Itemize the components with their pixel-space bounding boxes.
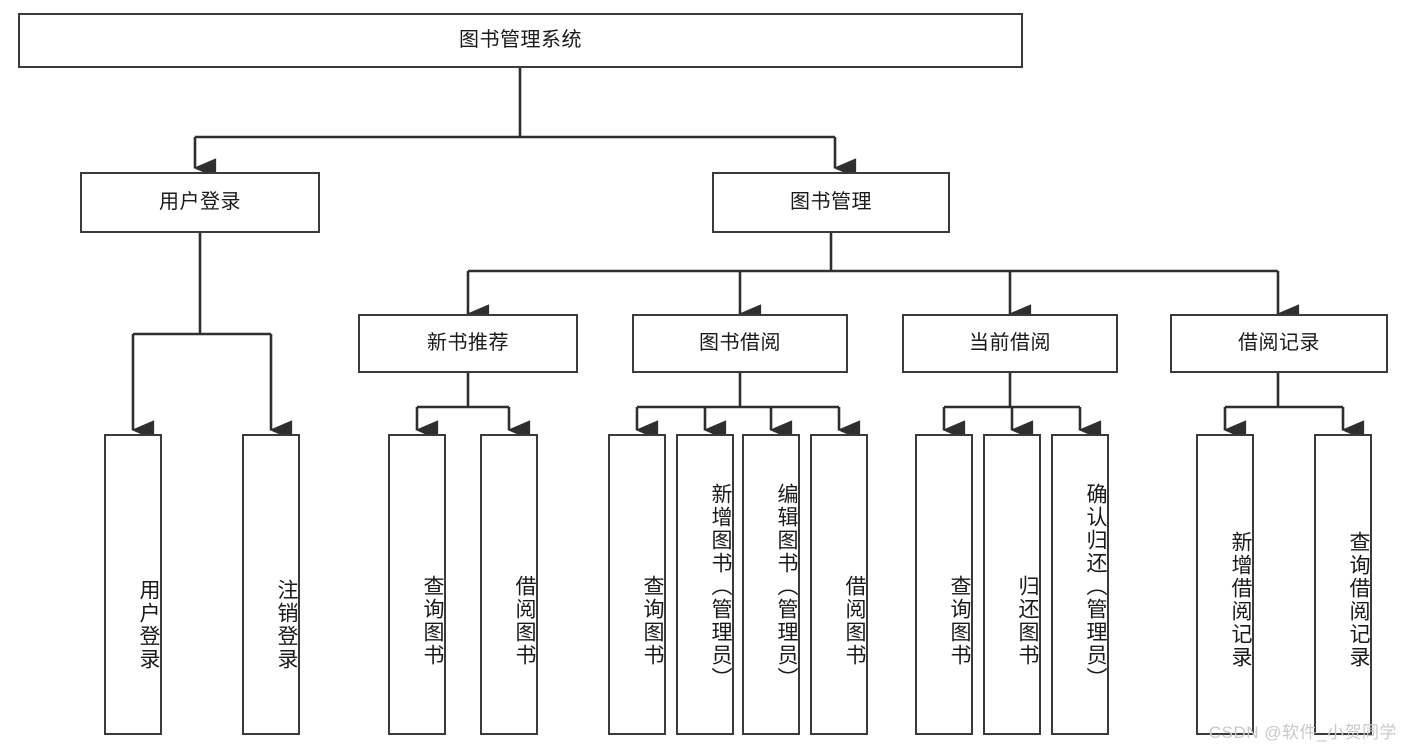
node-leaf-borrow-book-2[interactable]: 借阅图书 <box>810 434 868 735</box>
node-leaf-return-book-label: 归还图书 <box>1016 574 1039 667</box>
node-leaf-query-book-1-label: 查询图书 <box>421 574 444 667</box>
node-leaf-confirm-return-label: 确认归还（管理员） <box>1084 483 1107 690</box>
node-leaf-return-book[interactable]: 归还图书 <box>983 434 1041 735</box>
node-leaf-confirm-return[interactable]: 确认归还（管理员） <box>1051 434 1109 735</box>
node-current-borrow[interactable]: 当前借阅 <box>902 314 1118 373</box>
node-root-label: 图书管理系统 <box>459 28 582 51</box>
node-borrow-record[interactable]: 借阅记录 <box>1170 314 1388 373</box>
node-new-book-rec[interactable]: 新书推荐 <box>358 314 578 373</box>
node-borrow-record-label: 借阅记录 <box>1238 331 1320 354</box>
node-leaf-edit-book-label: 编辑图书（管理员） <box>775 483 798 690</box>
node-leaf-add-record[interactable]: 新增借阅记录 <box>1196 434 1254 735</box>
node-leaf-borrow-book-1-label: 借阅图书 <box>513 574 536 667</box>
node-leaf-query-book-2-label: 查询图书 <box>641 574 664 667</box>
csdn-watermark: CSDN @软件_小贺同学 <box>1208 723 1397 742</box>
node-leaf-add-record-label: 新增借阅记录 <box>1229 530 1252 669</box>
node-leaf-edit-book[interactable]: 编辑图书（管理员） <box>742 434 800 735</box>
node-current-borrow-label: 当前借阅 <box>969 331 1051 354</box>
node-book-borrow-label: 图书借阅 <box>699 331 781 354</box>
node-leaf-logout-label: 注销登录 <box>275 578 298 671</box>
node-leaf-borrow-book-2-label: 借阅图书 <box>843 574 866 667</box>
node-leaf-add-book[interactable]: 新增图书（管理员） <box>676 434 734 735</box>
node-leaf-query-book-3[interactable]: 查询图书 <box>915 434 973 735</box>
node-leaf-query-book-1[interactable]: 查询图书 <box>388 434 446 735</box>
node-book-manage[interactable]: 图书管理 <box>712 172 950 233</box>
node-leaf-user-login[interactable]: 用户登录 <box>104 434 162 735</box>
node-leaf-borrow-book-1[interactable]: 借阅图书 <box>480 434 538 735</box>
node-leaf-add-book-label: 新增图书（管理员） <box>709 483 732 690</box>
node-new-book-rec-label: 新书推荐 <box>427 331 509 354</box>
node-user-login[interactable]: 用户登录 <box>80 172 320 233</box>
node-user-login-label: 用户登录 <box>159 190 241 213</box>
node-leaf-query-book-3-label: 查询图书 <box>948 574 971 667</box>
node-leaf-query-record-label: 查询借阅记录 <box>1347 530 1370 669</box>
node-book-borrow[interactable]: 图书借阅 <box>632 314 848 373</box>
node-leaf-query-book-2[interactable]: 查询图书 <box>608 434 666 735</box>
node-leaf-user-login-label: 用户登录 <box>137 578 160 671</box>
node-book-manage-label: 图书管理 <box>790 190 872 213</box>
node-leaf-query-record[interactable]: 查询借阅记录 <box>1314 434 1372 735</box>
node-leaf-logout[interactable]: 注销登录 <box>242 434 300 735</box>
node-root[interactable]: 图书管理系统 <box>18 13 1023 68</box>
